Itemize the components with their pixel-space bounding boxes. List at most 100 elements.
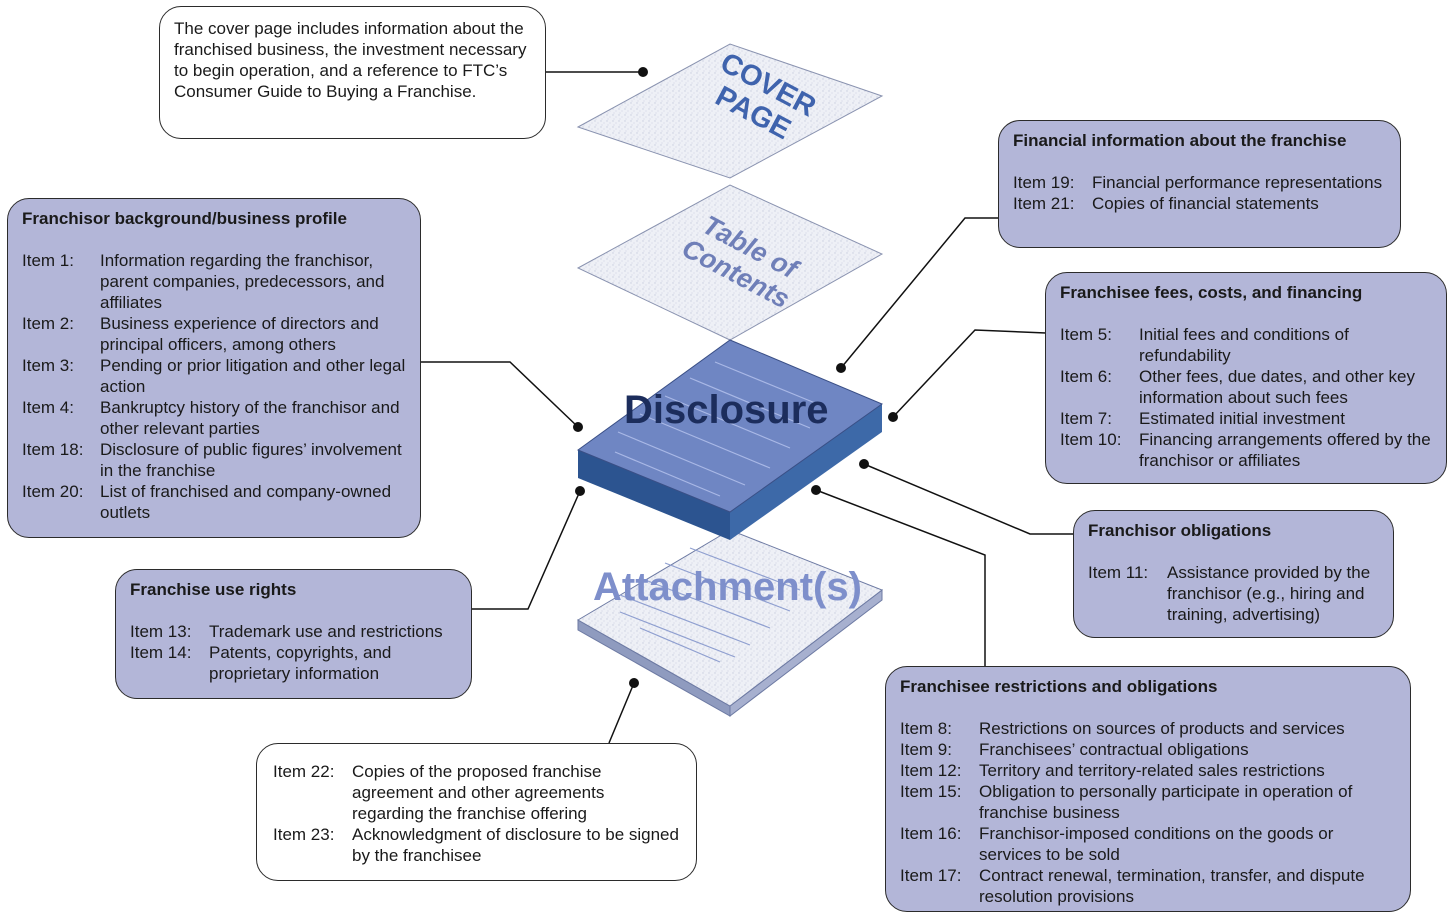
item-number: Item 2:	[22, 314, 74, 333]
franchisor-background-title: Franchisor background/business profile	[22, 209, 347, 228]
item-row: Item 17: Contract renewal, termination, t…	[900, 865, 1396, 907]
franchisee-restrictions-items: Item 8: Restrictions on sources of produc…	[900, 718, 1396, 907]
item-description: Estimated initial investment	[1139, 409, 1345, 428]
cover-page-note: The cover page includes information abou…	[159, 6, 546, 139]
cover-page-note-text: The cover page includes information abou…	[174, 19, 527, 101]
item-row: Item 15: Obligation to personally partici…	[900, 781, 1396, 823]
financial-info-items: Item 19: Financial performance representa…	[1013, 172, 1386, 214]
item-row: Item 23: Acknowledgment of disclosure to …	[273, 824, 680, 866]
attachments-note-items: Item 22: Copies of the proposed franchise…	[273, 761, 680, 866]
item-row: Item 8: Restrictions on sources of produc…	[900, 718, 1396, 739]
item-row: Item 13: Trademark use and restrictions	[130, 621, 457, 642]
item-number: Item 21:	[1013, 194, 1075, 213]
item-description: Bankruptcy history of the franchisor and…	[100, 398, 400, 438]
item-number: Item 14:	[130, 643, 192, 662]
item-number: Item 3:	[22, 356, 74, 375]
connector-lines	[420, 71, 1073, 744]
item-description: Financing arrangements offered by the fr…	[1139, 430, 1431, 470]
attachments-note: Item 22: Copies of the proposed franchise…	[256, 743, 697, 881]
item-number: Item 20:	[22, 482, 84, 501]
franchisor-background-box: Franchisor background/business profile I…	[7, 198, 421, 538]
item-row: Item 12: Territory and territory-related …	[900, 760, 1396, 781]
item-number: Item 1:	[22, 251, 74, 270]
item-row: Item 5: Initial fees and conditions of re…	[1060, 324, 1432, 366]
item-row: Item 7: Estimated initial investment	[1060, 408, 1432, 429]
item-number: Item 5:	[1060, 325, 1112, 344]
item-number: Item 11:	[1088, 563, 1149, 582]
item-description: Trademark use and restrictions	[209, 622, 443, 641]
item-description: Obligation to personally participate in …	[979, 782, 1353, 822]
franchisee-fees-box: Franchisee fees, costs, and financing It…	[1045, 272, 1447, 484]
franchise-use-rights-title: Franchise use rights	[130, 580, 297, 599]
item-row: Item 9: Franchisees’ contractual obligati…	[900, 739, 1396, 760]
franchisee-fees-title: Franchisee fees, costs, and financing	[1060, 283, 1363, 302]
item-description: Financial performance representations	[1092, 173, 1383, 192]
item-number: Item 17:	[900, 866, 962, 885]
item-number: Item 16:	[900, 824, 962, 843]
item-description: Business experience of directors and pri…	[100, 314, 379, 354]
attachments-sheet	[577, 529, 884, 718]
franchisee-fees-items: Item 5: Initial fees and conditions of re…	[1060, 324, 1432, 471]
item-number: Item 13:	[130, 622, 192, 641]
item-row: Item 19: Financial performance representa…	[1013, 172, 1386, 193]
item-number: Item 10:	[1060, 430, 1122, 449]
item-row: Item 18: Disclosure of public figures’ in…	[22, 439, 406, 481]
item-number: Item 8:	[900, 719, 952, 738]
item-number: Item 19:	[1013, 173, 1075, 192]
item-description: Territory and territory-related sales re…	[979, 761, 1325, 780]
item-description: Acknowledgment of disclosure to be signe…	[352, 825, 679, 865]
item-number: Item 22:	[273, 762, 335, 781]
item-number: Item 7:	[1060, 409, 1112, 428]
item-description: Pending or prior litigation and other le…	[100, 356, 406, 396]
franchisor-background-items: Item 1: Information regarding the franchi…	[22, 250, 406, 523]
item-row: Item 21: Copies of financial statements	[1013, 193, 1386, 214]
item-number: Item 23:	[273, 825, 335, 844]
item-row: Item 4: Bankruptcy history of the franchi…	[22, 397, 406, 439]
franchisee-restrictions-title: Franchisee restrictions and obligations	[900, 677, 1218, 696]
item-number: Item 4:	[22, 398, 74, 417]
item-description: Restrictions on sources of products and …	[979, 719, 1345, 738]
item-description: Franchisor-imposed conditions on the goo…	[979, 824, 1334, 864]
connector-dots	[573, 67, 898, 688]
item-description: Copies of financial statements	[1092, 194, 1319, 213]
franchisor-obligations-title: Franchisor obligations	[1088, 521, 1272, 540]
item-row: Item 16: Franchisor-imposed conditions on…	[900, 823, 1396, 865]
item-row: Item 2: Business experience of directors …	[22, 313, 406, 355]
financial-info-title: Financial information about the franchis…	[1013, 131, 1347, 150]
item-number: Item 9:	[900, 740, 952, 759]
item-number: Item 18:	[22, 440, 84, 459]
item-description: Franchisees’ contractual obligations	[979, 740, 1249, 759]
item-row: Item 10: Financing arrangements offered b…	[1060, 429, 1432, 471]
item-row: Item 14: Patents, copyrights, and proprie…	[130, 642, 457, 684]
item-row: Item 1: Information regarding the franchi…	[22, 250, 406, 313]
item-number: Item 15:	[900, 782, 962, 801]
item-row: Item 6: Other fees, due dates, and other …	[1060, 366, 1432, 408]
cover-page-sheet: COVER PAGE	[576, 43, 884, 179]
item-description: Contract renewal, termination, transfer,…	[979, 866, 1365, 906]
franchise-use-rights-box: Franchise use rights Item 13: Trademark u…	[115, 569, 472, 699]
item-number: Item 6:	[1060, 367, 1112, 386]
item-row: Item 20: List of franchised and company-o…	[22, 481, 406, 523]
item-row: Item 11: Assistance provided by the franc…	[1088, 562, 1379, 625]
franchisor-obligations-items: Item 11: Assistance provided by the franc…	[1088, 562, 1379, 625]
item-description: Copies of the proposed franchise agreeme…	[352, 762, 605, 823]
disclosure-label: Disclosure	[624, 388, 829, 432]
item-description: List of franchised and company-owned out…	[100, 482, 392, 522]
item-row: Item 22: Copies of the proposed franchise…	[273, 761, 680, 824]
item-description: Patents, copyrights, and proprietary inf…	[209, 643, 392, 683]
attachments-label: Attachment(s)	[593, 565, 862, 609]
financial-info-box: Financial information about the franchis…	[998, 120, 1401, 248]
item-description: Other fees, due dates, and other key inf…	[1139, 367, 1415, 407]
item-description: Assistance provided by the franchisor (e…	[1167, 563, 1371, 624]
franchisee-restrictions-box: Franchisee restrictions and obligations …	[885, 666, 1411, 912]
item-description: Information regarding the franchisor, pa…	[100, 251, 385, 312]
franchisor-obligations-box: Franchisor obligations Item 11: Assistanc…	[1073, 510, 1394, 638]
item-description: Disclosure of public figures’ involvemen…	[100, 440, 402, 480]
item-description: Initial fees and conditions of refundabi…	[1139, 325, 1349, 365]
item-number: Item 12:	[900, 761, 962, 780]
disclosure-slab	[576, 339, 884, 540]
toc-sheet: Table of Contents	[576, 184, 884, 341]
item-row: Item 3: Pending or prior litigation and o…	[22, 355, 406, 397]
